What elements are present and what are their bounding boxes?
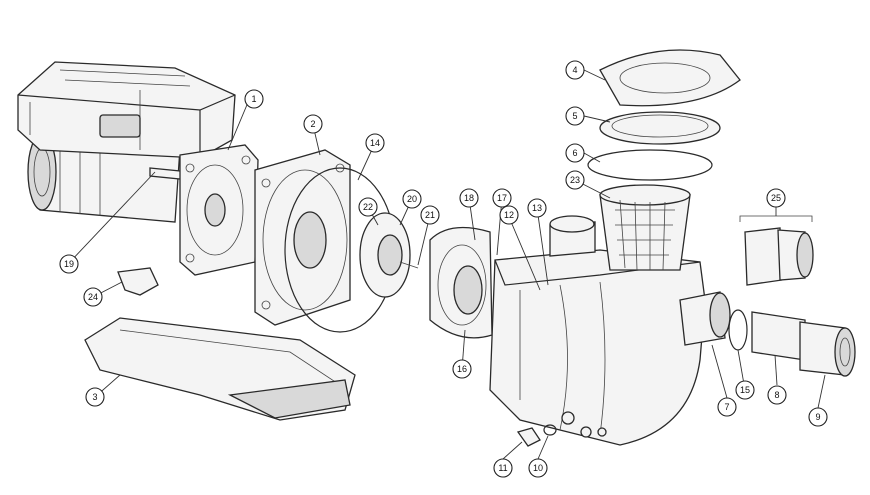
impeller-drawing	[359, 212, 419, 298]
callout-c5: 5	[565, 106, 585, 126]
callout-label-c17: 17	[497, 193, 507, 203]
callout-label-c3: 3	[92, 392, 97, 402]
callout-c1: 1	[244, 89, 264, 109]
callout-c23: 23	[565, 170, 585, 190]
callout-label-c1: 1	[251, 94, 256, 104]
callout-c22: 22	[358, 197, 378, 217]
callout-label-c12: 12	[504, 210, 514, 220]
callout-c13: 13	[527, 198, 547, 218]
callout-label-c21: 21	[425, 210, 435, 220]
drain-oring-part-10-drawing	[543, 424, 557, 436]
callout-c24: 24	[83, 287, 103, 307]
callout-c7: 7	[717, 397, 737, 417]
callout-c21: 21	[420, 205, 440, 225]
callout-label-c5: 5	[572, 111, 577, 121]
pump-housing-drawing	[489, 215, 731, 446]
callout-label-c15: 15	[740, 385, 750, 395]
callout-c20: 20	[402, 189, 422, 209]
strainer-basket-drawing	[599, 184, 691, 271]
callout-c3: 3	[85, 387, 105, 407]
callout-c18: 18	[459, 188, 479, 208]
seal-plate-drawing	[254, 149, 351, 326]
callout-label-c22: 22	[363, 202, 373, 212]
callout-c25: 25	[766, 188, 786, 208]
callout-label-c20: 20	[407, 194, 417, 204]
callout-c17: 17	[492, 188, 512, 208]
motor-drawing	[17, 61, 236, 223]
callout-label-c16: 16	[457, 364, 467, 374]
callout-label-c6: 6	[572, 148, 577, 158]
callout-label-c2: 2	[310, 119, 315, 129]
callout-label-c18: 18	[464, 193, 474, 203]
diffuser-drawing	[429, 226, 493, 339]
callout-c15: 15	[735, 380, 755, 400]
callout-label-c14: 14	[370, 138, 380, 148]
lid-o-ring-drawing	[587, 149, 713, 181]
motor-mount-plate-drawing	[179, 144, 259, 276]
callout-label-c25: 25	[771, 193, 781, 203]
callout-c9: 9	[808, 407, 828, 427]
callout-c6: 6	[565, 143, 585, 163]
callout-c16: 16	[452, 359, 472, 379]
callout-label-c7: 7	[724, 402, 729, 412]
callout-c10: 10	[528, 458, 548, 478]
union-assembly-drawing	[739, 215, 814, 286]
pump-base-drawing	[84, 317, 356, 421]
callout-c11: 11	[493, 458, 513, 478]
callout-c8: 8	[767, 385, 787, 405]
callout-label-c19: 19	[64, 259, 74, 269]
callout-label-c13: 13	[532, 203, 542, 213]
lid-drawing	[599, 111, 721, 145]
callout-c4: 4	[565, 60, 585, 80]
callout-c2: 2	[303, 114, 323, 134]
union-fitting-drawing	[728, 309, 856, 377]
callout-label-c10: 10	[533, 463, 543, 473]
callout-label-c9: 9	[815, 412, 820, 422]
callout-label-c11: 11	[498, 463, 507, 473]
callout-label-c8: 8	[774, 390, 779, 400]
lock-ring-drawing	[599, 49, 741, 107]
drain-plug-part-11-drawing	[516, 427, 541, 447]
callout-label-c4: 4	[572, 65, 577, 75]
drain-plug-drawing	[117, 267, 159, 296]
callout-c14: 14	[365, 133, 385, 153]
callout-c19: 19	[59, 254, 79, 274]
callout-label-c23: 23	[570, 175, 580, 185]
callout-c12: 12	[499, 205, 519, 225]
callout-label-c24: 24	[88, 292, 98, 302]
